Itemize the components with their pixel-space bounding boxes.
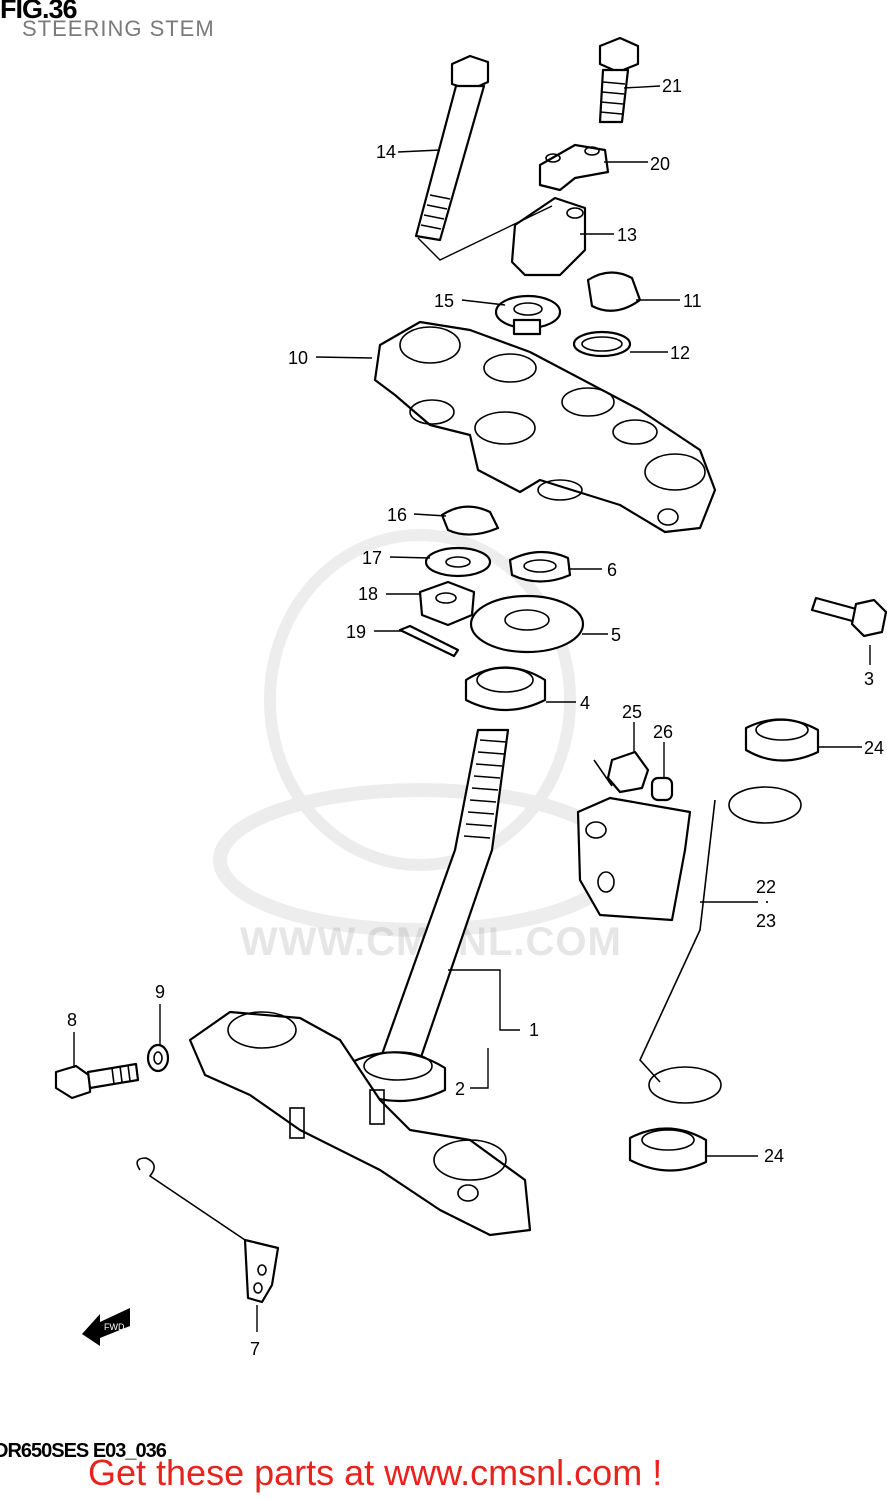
callout-13: 13 <box>617 225 637 245</box>
callout-labels: 21 20 13 14 11 15 12 10 16 17 6 18 19 5 … <box>67 76 884 1359</box>
callout-20: 20 <box>650 154 670 174</box>
part-13-handlebar-holder[interactable] <box>510 196 587 277</box>
part-26-collar[interactable] <box>650 776 674 802</box>
part-1-steering-stem[interactable] <box>378 728 510 1062</box>
part-15-bushing[interactable] <box>494 294 562 336</box>
callout-4: 4 <box>580 693 590 713</box>
part-24-grommet-upper[interactable] <box>744 718 820 762</box>
callout-14: 14 <box>376 142 396 162</box>
callout-8: 8 <box>67 1010 77 1030</box>
part-19-cotter-pin[interactable] <box>398 624 460 658</box>
fwd-label: FWD <box>104 1322 125 1332</box>
leader-lines <box>73 85 871 1332</box>
callout-18: 18 <box>358 584 378 604</box>
part-11-cap[interactable] <box>586 271 642 312</box>
part-25-grommet[interactable] <box>593 750 650 794</box>
callout-25: 25 <box>622 702 642 722</box>
callout-22: 22 <box>756 877 776 897</box>
part-21-bolt[interactable] <box>598 36 640 124</box>
callout-24-upper: 24 <box>864 738 884 758</box>
callout-23: 23 <box>756 911 776 931</box>
part-20-handlebar-clamp[interactable] <box>538 143 610 192</box>
model-code: DR650SES E03_036 <box>0 1440 167 1462</box>
callout-3: 3 <box>864 669 874 689</box>
part-9-washer[interactable] <box>146 1043 170 1073</box>
part-3-bolt[interactable] <box>810 596 887 638</box>
callout-5: 5 <box>611 625 621 645</box>
callout-7: 7 <box>250 1339 260 1359</box>
callout-1: 1 <box>529 1020 539 1040</box>
part-5-dust-seal[interactable] <box>469 594 585 654</box>
promo-link[interactable]: Get these parts at www.cmsnl.com ! <box>88 1452 663 1493</box>
part-6-nut[interactable] <box>508 550 572 583</box>
part-17-washer[interactable] <box>424 546 492 578</box>
part-18-stem-nut[interactable] <box>418 580 476 627</box>
callout-26: 26 <box>653 722 673 742</box>
callout-2: 2 <box>455 1079 465 1099</box>
part-7-cable-guide[interactable] <box>136 1157 280 1304</box>
part-22-23-headlight-bracket[interactable] <box>576 786 802 1104</box>
part-16-lock-washer[interactable] <box>440 505 500 536</box>
part-4-bearing[interactable] <box>464 666 547 712</box>
callout-21: 21 <box>662 76 682 96</box>
part-24-grommet-lower[interactable] <box>628 1127 708 1172</box>
callout-17: 17 <box>362 548 382 568</box>
part-14-stem-bolt[interactable] <box>414 54 553 261</box>
part-8-bolt[interactable] <box>54 1062 140 1100</box>
callout-10: 10 <box>288 348 308 368</box>
callout-9: 9 <box>155 982 165 1002</box>
fwd-arrow-icon: FWD <box>82 1308 130 1346</box>
callout-16: 16 <box>387 505 407 525</box>
lower-bracket[interactable] <box>188 1010 532 1237</box>
callout-24-lower: 24 <box>764 1146 784 1166</box>
figure-label: FIG.36 <box>0 0 78 24</box>
callout-22-23-separator: · <box>764 891 770 911</box>
part-10-upper-bracket[interactable] <box>373 320 717 534</box>
callout-12: 12 <box>670 343 690 363</box>
part-12-o-ring[interactable] <box>572 330 632 358</box>
callout-15: 15 <box>434 291 454 311</box>
figure-subtitle: STEERING STEM <box>22 16 215 41</box>
callout-6: 6 <box>607 560 617 580</box>
callout-11: 11 <box>683 291 702 311</box>
callout-19: 19 <box>346 622 366 642</box>
